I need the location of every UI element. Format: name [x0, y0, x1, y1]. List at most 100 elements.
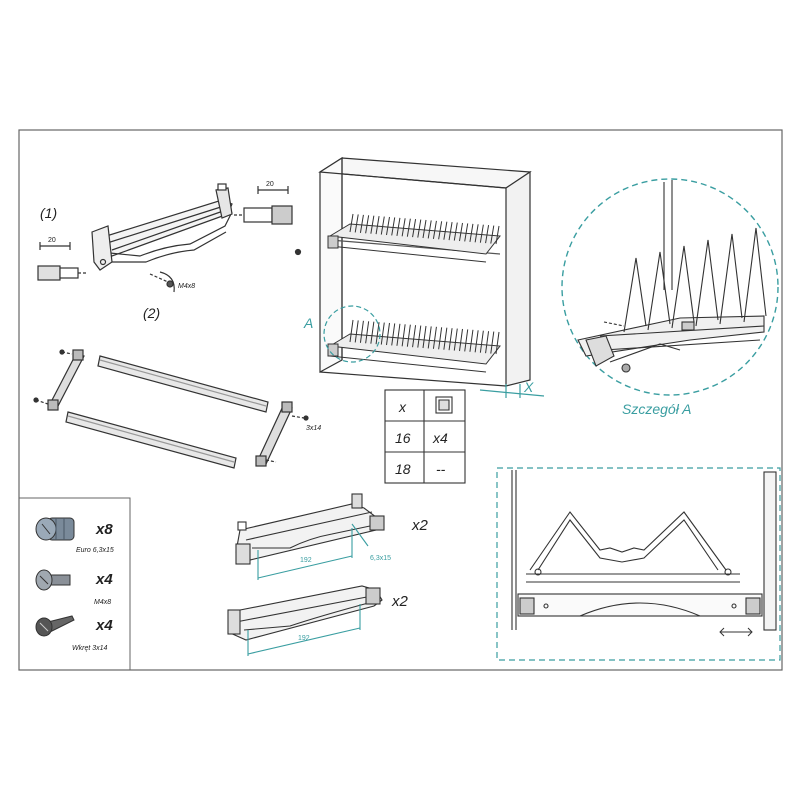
- table-row-2-x: 18: [395, 461, 411, 477]
- step-2-label: (2): [143, 305, 160, 321]
- table-row-1-x: 16: [395, 430, 411, 446]
- rack-tine: [354, 214, 359, 233]
- rack-tine: [479, 224, 484, 243]
- rack-tine: [464, 329, 469, 352]
- hole-spacing-2-label: 192: [298, 635, 310, 642]
- bracket-plain: [227, 585, 383, 641]
- upper-dish-rack: [327, 223, 501, 263]
- hardware-wood-screw-icon: [35, 615, 75, 637]
- rack-tine: [474, 330, 479, 353]
- rack-tine: [396, 323, 401, 346]
- rack-tine: [365, 215, 370, 234]
- lower-dish-rack: [327, 333, 501, 373]
- step-1-label: (1): [40, 205, 57, 221]
- hardware-3-qty: x4: [95, 617, 113, 634]
- rack-tine: [443, 221, 448, 240]
- rack-tine: [380, 322, 385, 345]
- rack-tine: [370, 321, 375, 344]
- rack-tine: [375, 322, 380, 345]
- rack-tine: [464, 223, 469, 242]
- detail-a-marker: [323, 305, 381, 363]
- spacing-table: [384, 389, 466, 484]
- rack-tine: [438, 221, 443, 240]
- rack-tine: [386, 216, 390, 236]
- detail-tine: [743, 227, 767, 323]
- rack-tine: [391, 323, 396, 346]
- hardware-box-border: [19, 497, 131, 670]
- rack-tine: [401, 218, 406, 237]
- rack-tine: [495, 331, 500, 355]
- cabinet-square-icon: [435, 396, 453, 414]
- rack-tine: [427, 220, 432, 239]
- bracket-dimension-2: [247, 604, 361, 656]
- qty-left-brackets: x2: [411, 517, 429, 534]
- dim-label-a: 20: [48, 237, 56, 244]
- rack-tine: [443, 327, 448, 350]
- rack-tine: [427, 326, 432, 349]
- screw-label: 3x14: [306, 425, 321, 432]
- hardware-1-name: Euro 6,3x15: [76, 547, 114, 554]
- depth-dimension: [479, 384, 545, 398]
- rack-tine: [380, 216, 385, 235]
- rack-tine: [391, 217, 396, 236]
- rack-tine: [459, 328, 463, 352]
- lower-rack-tines: [349, 319, 500, 355]
- rack-tine: [432, 326, 437, 349]
- rack-tine: [453, 328, 458, 351]
- rack-tine: [459, 222, 463, 242]
- qty-right-brackets: x2: [391, 593, 409, 610]
- hole-screw-label: 6,3x15: [370, 555, 391, 562]
- table-row-2-qty: --: [436, 461, 446, 477]
- rack-tine: [365, 321, 370, 344]
- rack-tine: [422, 219, 427, 239]
- rack-tine: [406, 324, 411, 347]
- rack-tine: [469, 329, 474, 352]
- upper-rack-tines: [349, 213, 500, 245]
- rack-tine: [490, 331, 495, 354]
- rack-tine: [417, 325, 422, 348]
- rack-tine: [349, 319, 354, 343]
- bolt-label: M4x8: [178, 283, 195, 290]
- side-bracket-assembly: [37, 183, 302, 293]
- rack-tine: [432, 220, 437, 239]
- rack-tine: [448, 328, 453, 351]
- table-header-x: x: [398, 399, 407, 415]
- diagram-frame: [18, 129, 783, 671]
- rack-tine: [396, 217, 401, 236]
- rack-tine: [490, 225, 495, 244]
- hardware-2-qty: x4: [95, 571, 113, 588]
- hardware-bolt-icon: [35, 569, 71, 591]
- rack-tine: [412, 219, 417, 238]
- rack-tine: [406, 218, 411, 237]
- rack-tine: [375, 216, 380, 235]
- rack-tine: [359, 320, 364, 343]
- rack-tine: [474, 224, 479, 243]
- cabinet-drawing: [318, 156, 532, 387]
- detail-tine: [623, 257, 647, 333]
- rack-tine: [359, 214, 364, 233]
- bracket-with-holes: [235, 493, 385, 565]
- table-row-1-qty: x4: [432, 430, 448, 446]
- rack-tine: [438, 327, 443, 350]
- rack-tine: [469, 223, 474, 242]
- rack-tine: [417, 219, 422, 238]
- rack-tine: [485, 225, 490, 244]
- rack-tine: [448, 222, 453, 241]
- rail-frame-assembly: [33, 349, 309, 469]
- rack-tine: [422, 325, 427, 349]
- rack-tine: [349, 213, 354, 233]
- depth-x-label: X: [523, 379, 534, 395]
- hardware-3-name: Wkręt 3x14: [72, 645, 108, 652]
- rack-tine: [453, 222, 458, 241]
- detail-tine: [671, 245, 695, 329]
- detail-tine: [695, 239, 719, 327]
- dim-label-b: 20: [266, 181, 274, 188]
- hardware-euro-screw-icon: [35, 517, 75, 541]
- rack-tine: [370, 215, 375, 234]
- bracket-dimension-1: [257, 523, 369, 580]
- detail-tine: [647, 251, 671, 331]
- hardware-1-qty: x8: [95, 521, 113, 538]
- rack-tine: [354, 320, 359, 343]
- rack-tine: [412, 325, 417, 348]
